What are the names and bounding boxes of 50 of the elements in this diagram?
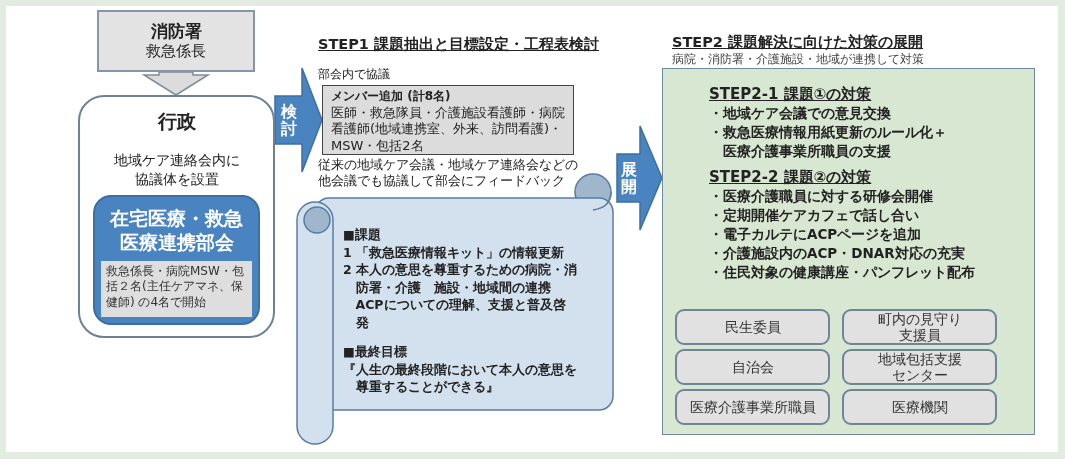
heading: 行政 [157, 109, 196, 134]
process-box [97, 10, 255, 72]
list-item: 1 「救急医療情報キット」の情報更新 [343, 243, 566, 261]
heading: STEP2-1 課題①の対策 [709, 85, 873, 104]
list-item: ・電子カルテにACPページを追加 [709, 225, 923, 244]
list-item: ・介護施設内のACP・DNAR対応の充実 [709, 244, 966, 263]
member-box [322, 85, 574, 155]
heading: ■課題 [343, 226, 382, 244]
rounded-box [675, 309, 830, 345]
rounded-box [842, 309, 997, 345]
heading: 在宅医療・救急医療連携部会 [108, 207, 244, 255]
list-item: ・医療介護職員に対する研修会開催 [709, 187, 934, 206]
note-text: 従来の地域ケア会議・地域ケア連絡会などの他会議でも協議して部会にフィードバック [318, 157, 579, 190]
body-text: 地域ケア連絡会内に協議体を設置 [112, 151, 241, 189]
heading: STEP2-2 課題②の対策 [709, 168, 873, 187]
block-arrow [616, 125, 663, 231]
body-text: 救急係長・病院MSW・包括２名(主任ケアマネ、保健師) の4名で開始 [106, 264, 245, 311]
list-item: ・地域ケア会議での意見交換 [709, 104, 892, 123]
rounded-box [78, 95, 275, 338]
list-item: ・定期開催ケアカフェで話し合い [709, 206, 920, 225]
member-box [101, 261, 252, 317]
subtitle: 病院・消防署・介護施設・地域が連携して対策 [672, 51, 924, 68]
box-label: 地域包括支援センター [877, 350, 962, 384]
box-label: 町内の見守り支援員 [877, 310, 962, 344]
block-arrow [274, 67, 323, 173]
list-item: ・住民対象の健康講座・パンフレット配布 [709, 263, 976, 282]
goal-text: 『人生の最終段階において本人の意思を尊重することができる』 [343, 360, 578, 396]
list-item: 2 本人の意思を尊重するための病院・消防署・介護 施設・地域間の連携ACPについての理解、支援と普及啓発 [343, 261, 578, 331]
rounded-box [675, 349, 830, 385]
rounded-box [93, 195, 260, 325]
panel-box [662, 68, 1035, 435]
edge-label: 展開 [620, 160, 637, 196]
box-label: 医療機関 [891, 398, 948, 416]
heading: ■最終目標 [343, 343, 408, 361]
body-text: 医師・救急隊員・介護施設看護師・病院看護師(地域連携室、外来、訪問看護)・MSW・包括2名 [331, 104, 565, 155]
rounded-box [842, 349, 997, 385]
heading: メンバー追加 (計8名) [331, 89, 452, 105]
rounded-box [842, 389, 997, 425]
body-text: 救急係長 [146, 42, 206, 61]
step-heading: STEP1 課題抽出と目標設定・工程表検討 [318, 35, 599, 54]
box-label: 自治会 [731, 358, 774, 376]
rounded-box [675, 389, 830, 425]
edge-label: 検討 [280, 102, 297, 138]
block-arrow [141, 71, 211, 96]
box-label: 医療介護事業所職員 [689, 398, 816, 416]
step-heading: STEP2 課題解決に向けた対策の展開 [672, 33, 923, 52]
heading: 消防署 [150, 21, 202, 43]
box-label: 民生委員 [724, 318, 781, 336]
list-item: ・救急医療情報用紙更新のルール化＋医療介護事業所職員の支援 [709, 123, 948, 161]
note-text: 部会内で協議 [318, 66, 390, 83]
